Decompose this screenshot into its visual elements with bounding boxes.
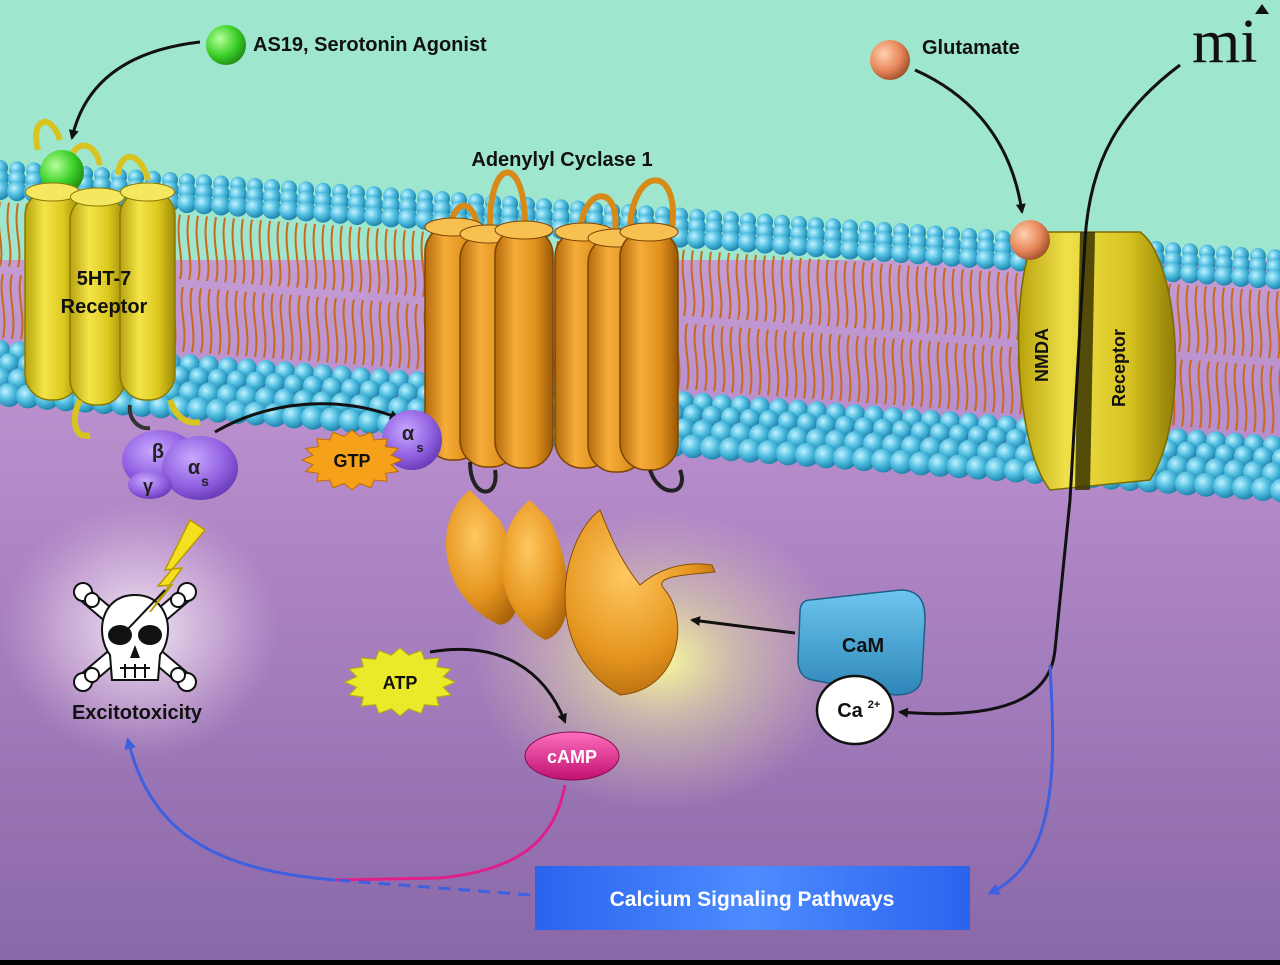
journal-logo: mi bbox=[1192, 4, 1269, 76]
logo-mark-icon bbox=[1255, 4, 1269, 14]
5ht7-label-line1: 5HT-7 bbox=[77, 268, 131, 290]
alpha-s-bound-subscript: s bbox=[416, 440, 423, 455]
glutamate-bound-icon bbox=[1010, 220, 1050, 260]
alpha-s-bound: α s bbox=[382, 410, 442, 470]
logo-text: mi bbox=[1192, 8, 1257, 76]
excitotoxicity-arrow bbox=[124, 737, 336, 882]
calcium-influx-arrow bbox=[898, 63, 1181, 718]
lightning-icon bbox=[124, 518, 207, 633]
skull-crossbones-icon bbox=[73, 582, 197, 692]
5ht7-receptor: 5HT-7 Receptor bbox=[24, 118, 201, 439]
atp-molecule: ATP bbox=[343, 647, 457, 717]
calcium-label: Ca bbox=[837, 700, 863, 722]
agonist-arrow bbox=[68, 40, 201, 140]
cam-to-cyclase-arrow bbox=[690, 616, 796, 635]
gamma-label: γ bbox=[143, 476, 153, 496]
5ht7-label-line2: Receptor bbox=[61, 296, 148, 318]
camp-molecule: cAMP bbox=[524, 731, 620, 781]
alpha-s-subscript: s bbox=[201, 473, 209, 489]
beta-label: β bbox=[152, 441, 164, 463]
extracellular-wedge bbox=[0, 0, 1280, 250]
agonist-label: AS19, Serotonin Agonist bbox=[253, 34, 487, 56]
glutamate-label: Glutamate bbox=[922, 37, 1020, 59]
camp-pathway-line bbox=[334, 784, 567, 882]
nmda-to-pathways-arrow bbox=[987, 664, 1055, 895]
atp-label: ATP bbox=[383, 673, 418, 693]
atp-arrow bbox=[429, 647, 567, 724]
calcium-pathways-box bbox=[535, 866, 970, 930]
calcium-charge: 2+ bbox=[868, 699, 881, 711]
calcium-pathway-dashed-line bbox=[334, 878, 531, 897]
adenylyl-cyclase-label: Adenylyl Cyclase 1 bbox=[471, 149, 652, 171]
cam-label: CaM bbox=[842, 635, 884, 657]
camp-label: cAMP bbox=[547, 747, 597, 767]
excitotoxicity-label: Excitotoxicity bbox=[72, 702, 203, 724]
calcium-pathways-label: Calcium Signaling Pathways bbox=[610, 888, 895, 911]
gtp-label: GTP bbox=[333, 451, 370, 471]
calcium-ion bbox=[815, 674, 895, 746]
agonist-icon bbox=[206, 25, 246, 65]
glutamate-arrow bbox=[914, 68, 1026, 214]
glutamate-icon bbox=[870, 40, 910, 80]
adenylyl-cyclase: Adenylyl Cyclase 1 bbox=[424, 149, 716, 696]
nmda-label: NMDA bbox=[1032, 328, 1052, 382]
gprotein-arrow bbox=[214, 402, 400, 434]
alpha-s-label: α bbox=[188, 457, 201, 479]
nmda-receptor-label: Receptor bbox=[1109, 329, 1129, 407]
alpha-s-bound-label: α bbox=[402, 423, 415, 445]
gtp-molecule: GTP bbox=[300, 429, 404, 491]
calmodulin: CaM Ca 2+ bbox=[797, 589, 926, 746]
nmda-receptor: NMDA Receptor bbox=[1010, 220, 1177, 491]
g-protein-complex: β γ α s bbox=[122, 430, 238, 500]
